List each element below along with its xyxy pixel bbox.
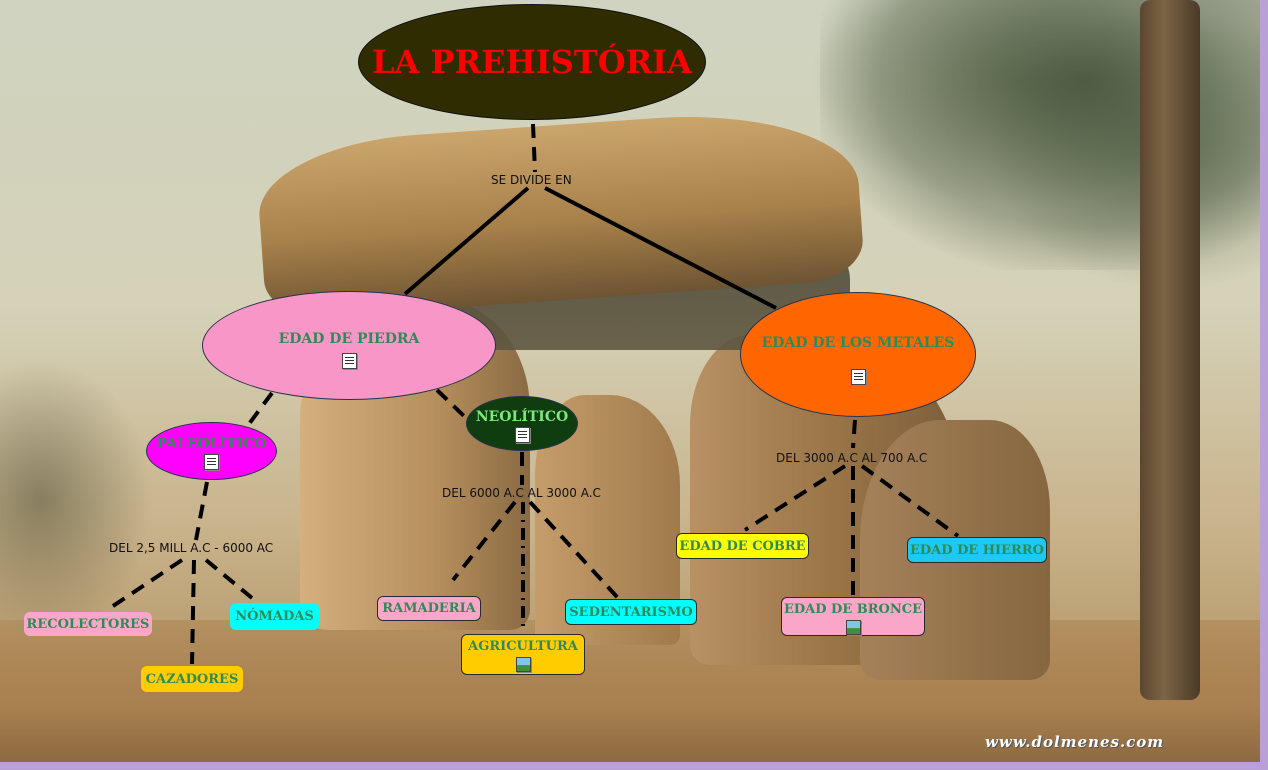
title-node[interactable]: LA PREHISTÓRIA bbox=[358, 4, 706, 120]
node-neolitico[interactable]: NEOLÍTICO bbox=[466, 396, 578, 451]
connector-paleo-to-nomadas bbox=[204, 558, 254, 600]
frame-bottom-border bbox=[0, 762, 1268, 770]
document-icon[interactable] bbox=[850, 368, 866, 385]
node-nomadas-label: NÓMADAS bbox=[235, 609, 314, 624]
node-recolectores[interactable]: RECOLECTORES bbox=[24, 612, 152, 636]
document-icon[interactable] bbox=[204, 454, 219, 470]
node-ramaderia[interactable]: RAMADERIA bbox=[377, 596, 481, 621]
frame-right-border bbox=[1260, 0, 1268, 770]
node-edad-de-hierro[interactable]: EDAD DE HIERRO bbox=[907, 537, 1047, 563]
connector-paleolitico-to-label bbox=[194, 481, 209, 541]
connector-metales-to-label bbox=[851, 419, 857, 449]
node-edad-de-piedra-label: EDAD DE PIEDRA bbox=[278, 330, 420, 347]
link-label-paleolitico: DEL 2,5 MILL A.C - 6000 AC bbox=[109, 541, 274, 555]
node-sedentarismo[interactable]: SEDENTARISMO bbox=[565, 599, 697, 625]
connector-divide-to-metales bbox=[544, 186, 777, 310]
node-edad-de-cobre-label: EDAD DE COBRE bbox=[679, 538, 806, 554]
image-icon[interactable] bbox=[515, 657, 531, 672]
connector-piedra-to-neolitico bbox=[435, 388, 468, 420]
link-label-metales: DEL 3000 A.C AL 700 A.C bbox=[776, 451, 928, 465]
node-edad-de-cobre[interactable]: EDAD DE COBRE bbox=[676, 533, 809, 559]
node-agricultura-label: AGRICULTURA bbox=[468, 639, 578, 654]
connector-met-to-hierro bbox=[860, 464, 960, 538]
node-paleolitico[interactable]: PALEOLÍTICO bbox=[146, 422, 277, 480]
image-icon[interactable] bbox=[845, 620, 861, 635]
node-recolectores-label: RECOLECTORES bbox=[26, 616, 150, 632]
link-label-neolitico: DEL 6000 A.C AL 3000 A.C bbox=[442, 486, 601, 500]
document-icon[interactable] bbox=[341, 352, 357, 369]
node-agricultura[interactable]: AGRICULTURA bbox=[461, 634, 585, 675]
connector-neo-to-ramaderia bbox=[451, 500, 517, 582]
node-edad-de-los-metales-label: EDAD DE LOS METALES bbox=[761, 334, 955, 351]
tree-trunk-background bbox=[1140, 0, 1200, 700]
node-edad-de-bronce-label: EDAD DE BRONCE bbox=[783, 602, 923, 617]
connector-paleo-to-cazadores bbox=[190, 559, 196, 665]
connector-title-to-divide bbox=[531, 123, 537, 173]
node-edad-de-bronce[interactable]: EDAD DE BRONCE bbox=[781, 597, 925, 636]
connector-met-to-cobre bbox=[743, 464, 847, 532]
node-sedentarismo-label: SEDENTARISMO bbox=[569, 604, 693, 620]
connector-divide-to-piedra bbox=[403, 186, 530, 296]
node-nomadas[interactable]: NÓMADAS bbox=[230, 603, 319, 630]
node-neolitico-label: NEOLÍTICO bbox=[475, 408, 569, 425]
document-icon[interactable] bbox=[514, 426, 530, 443]
node-paleolitico-label: PALEOLÍTICO bbox=[156, 436, 267, 452]
node-edad-de-piedra[interactable]: EDAD DE PIEDRA bbox=[202, 291, 496, 400]
title-label: LA PREHISTÓRIA bbox=[372, 43, 692, 81]
node-cazadores[interactable]: CAZADORES bbox=[141, 666, 243, 692]
link-label-divide: SE DIVIDE EN bbox=[491, 173, 572, 187]
watermark-text: www.dolmenes.com bbox=[985, 733, 1165, 751]
node-edad-de-hierro-label: EDAD DE HIERRO bbox=[910, 542, 1044, 558]
node-ramaderia-label: RAMADERIA bbox=[382, 601, 476, 616]
node-edad-de-los-metales[interactable]: EDAD DE LOS METALES bbox=[740, 292, 976, 417]
node-cazadores-label: CAZADORES bbox=[145, 671, 239, 687]
connector-paleo-to-recolectores bbox=[108, 558, 184, 610]
connector-piedra-to-paleolitico bbox=[241, 391, 274, 434]
connector-neo-to-sedentarismo bbox=[528, 500, 620, 600]
